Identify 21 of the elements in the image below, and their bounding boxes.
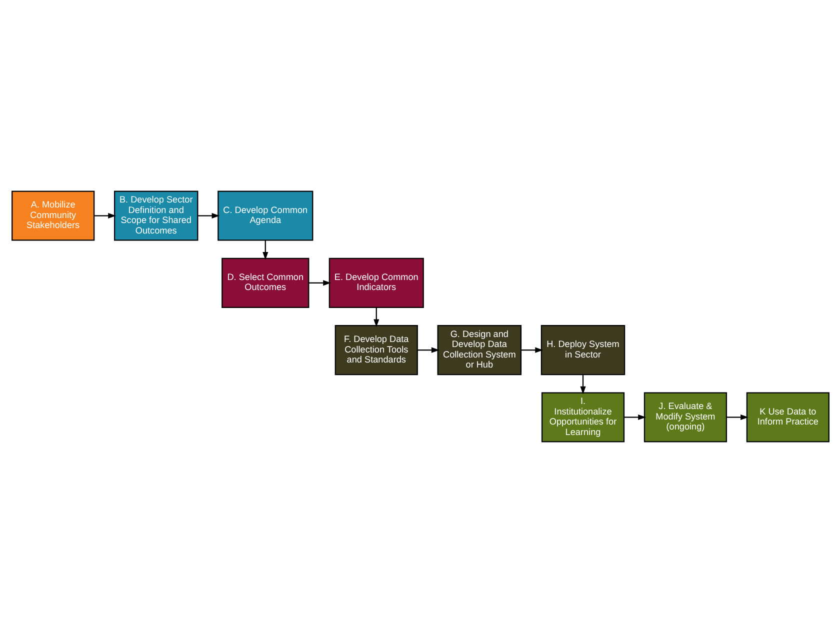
node-box: H. Deploy System in Sector [540, 324, 625, 375]
node-box: E. Develop Common Indicators [328, 257, 424, 308]
node-box: D. Select Common Outcomes [221, 257, 309, 308]
node-box: C. Develop Common Agenda [217, 190, 313, 240]
node-box: F. Develop Data Collection Tools and Standards [334, 324, 418, 375]
node-box: J. Evaluate & Modify System (ongoing) [643, 392, 727, 442]
arrow [197, 212, 220, 218]
node-box: K Use Data to Inform Practice [746, 392, 829, 442]
arrow [624, 414, 646, 420]
node-box: G. Design and Develop Data Collection System or Hub [436, 324, 522, 375]
arrow [416, 346, 439, 352]
arrow [308, 280, 331, 286]
node-box: I. Institutionalize Opportunities for Learning [540, 392, 624, 442]
arrow [520, 346, 543, 352]
arrow [262, 240, 268, 260]
arrow [726, 414, 748, 420]
node-box: B. Develop Sector Definition and Scope for Shared Outcomes [113, 190, 198, 240]
arrow [373, 307, 379, 327]
arrow [94, 212, 116, 218]
arrow [580, 374, 586, 394]
node-box: A. Mobilize Community Stakeholders [11, 190, 94, 240]
